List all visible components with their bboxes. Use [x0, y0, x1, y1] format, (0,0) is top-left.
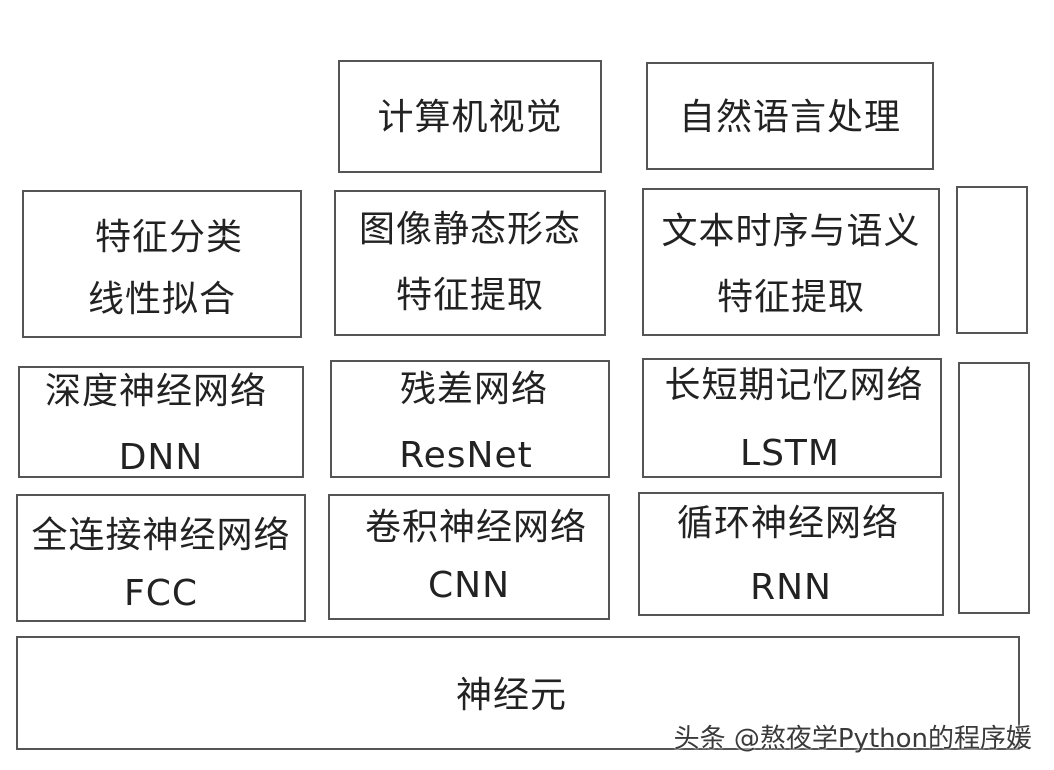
- label-resnet-abbr: ResNet: [399, 435, 533, 476]
- label-rnn-name: 循环神经网络: [676, 503, 899, 544]
- box-feature-classification: 特征分类 线性拟合: [22, 190, 302, 338]
- side-box-lower: [958, 362, 1030, 614]
- box-dnn: 深度神经网络 DNN: [18, 366, 304, 478]
- label-image-static-form: 图像静态形态: [358, 209, 581, 250]
- label-lstm-name: 长短期记忆网络: [664, 365, 924, 406]
- label-image-feature-extraction: 特征提取: [395, 275, 544, 316]
- label-linear-fitting: 线性拟合: [87, 279, 236, 320]
- label-text-temporal-semantic: 文本时序与语义: [661, 211, 921, 252]
- box-computer-vision: 计算机视觉: [338, 60, 602, 173]
- label-computer-vision: 计算机视觉: [377, 97, 563, 138]
- box-lstm: 长短期记忆网络 LSTM: [642, 358, 942, 478]
- label-dnn-abbr: DNN: [118, 437, 204, 478]
- box-rnn: 循环神经网络 RNN: [638, 492, 944, 616]
- label-fcc-abbr: FCC: [124, 573, 198, 614]
- watermark: 头条 @熬夜学Python的程序媛: [673, 724, 1032, 754]
- label-lstm-abbr: LSTM: [740, 433, 840, 474]
- label-resnet-name: 残差网络: [399, 369, 548, 410]
- side-box-upper: [956, 186, 1028, 334]
- label-dnn-name: 深度神经网络: [44, 371, 267, 412]
- box-fcc: 全连接神经网络 FCC: [16, 494, 306, 622]
- label-fcc-name: 全连接神经网络: [31, 515, 291, 556]
- box-cnn: 卷积神经网络 CNN: [328, 494, 610, 620]
- label-text-feature-extraction: 特征提取: [716, 277, 865, 318]
- label-nlp: 自然语言处理: [678, 97, 901, 138]
- box-neuron: 神经元: [16, 636, 1020, 750]
- box-image-feature-extraction: 图像静态形态 特征提取: [334, 190, 606, 336]
- label-neuron: 神经元: [456, 675, 568, 716]
- label-cnn-abbr: CNN: [428, 565, 510, 606]
- box-text-feature-extraction: 文本时序与语义 特征提取: [642, 188, 940, 336]
- box-resnet: 残差网络 ResNet: [330, 360, 610, 478]
- label-rnn-abbr: RNN: [750, 567, 832, 608]
- label-feature-classification: 特征分类: [94, 217, 243, 258]
- box-nlp: 自然语言处理: [646, 62, 934, 170]
- label-cnn-name: 卷积神经网络: [364, 507, 587, 548]
